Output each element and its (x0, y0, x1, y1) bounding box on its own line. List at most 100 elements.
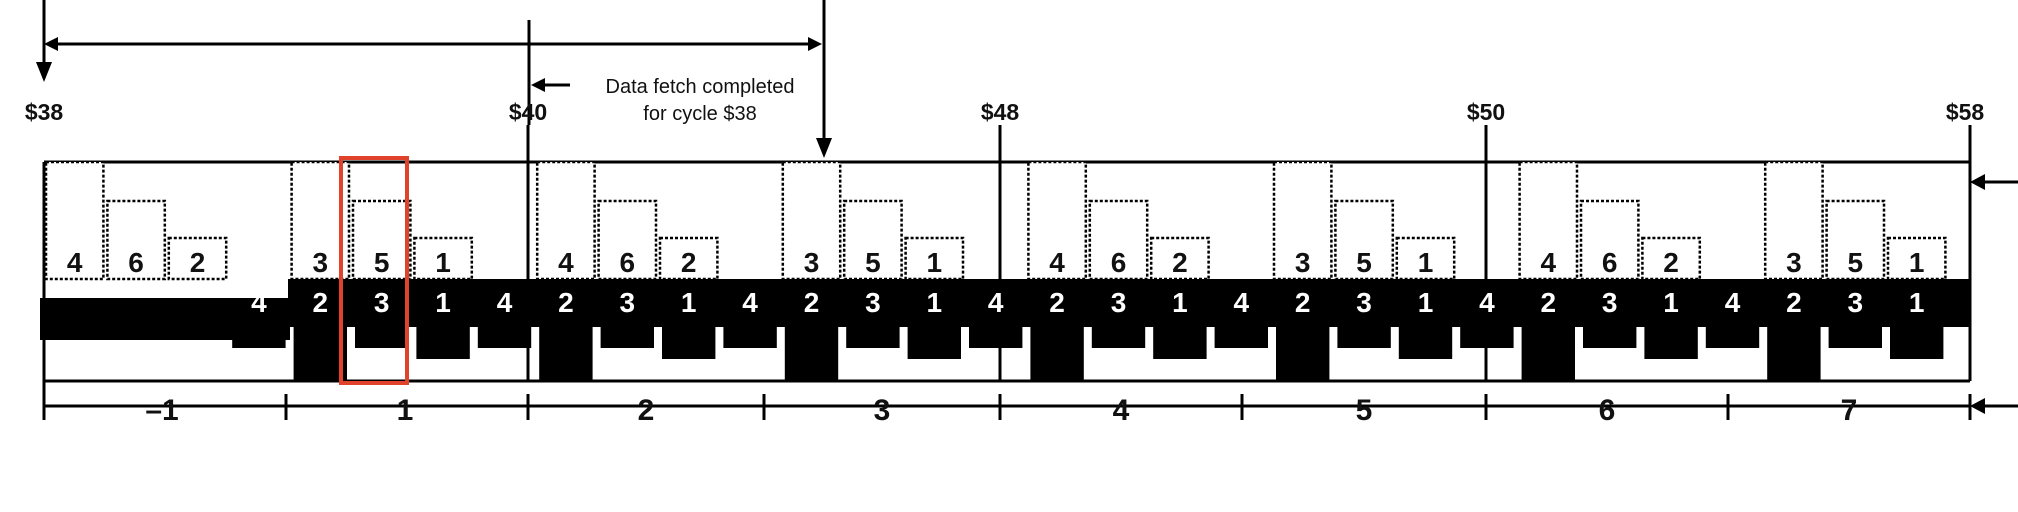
band-slot-label: 3 (1848, 287, 1864, 318)
upper-slot-bar (1518, 160, 1579, 281)
upper-slot-label: 5 (865, 247, 881, 278)
lower-slot-bar (1337, 316, 1391, 348)
upper-slot-bar (1149, 236, 1210, 281)
right-arrow-head-bottom (1970, 398, 1985, 414)
upper-slot-bar (167, 236, 228, 281)
upper-slot-bar (1825, 199, 1886, 281)
band-slot-label: 4 (1479, 287, 1495, 318)
band-slot-label: 4 (251, 287, 267, 318)
upper-slot-bar (1088, 199, 1149, 281)
upper-slot-label: 2 (1172, 247, 1188, 278)
cycle-label: 5 (1356, 394, 1373, 427)
span-arrow-head-right (808, 37, 822, 51)
down-arrow-head-left (36, 62, 52, 82)
upper-slot-bar (597, 199, 658, 281)
upper-slot-label: 1 (1418, 247, 1434, 278)
upper-slot-label: 4 (1541, 247, 1557, 278)
highlight-box (339, 156, 409, 385)
upper-slot-bar (44, 160, 105, 281)
upper-slot-label: 1 (927, 247, 943, 278)
lower-slot-bar (539, 316, 593, 381)
address-label: $40 (509, 99, 547, 125)
band-slot-label: 3 (865, 287, 881, 318)
upper-slot-bar (413, 236, 474, 281)
band-slot-label: 3 (1602, 287, 1618, 318)
upper-slot-label: 1 (1909, 247, 1925, 278)
annotation-line-1: Data fetch completed (606, 76, 795, 98)
address-label: $58 (1946, 99, 1985, 125)
lower-slot-bar (600, 316, 654, 348)
lower-slot-bar (723, 316, 777, 348)
lower-slot-bar (355, 316, 409, 348)
annotation-line-2: for cycle $38 (643, 103, 756, 125)
upper-slot-label: 2 (681, 247, 697, 278)
lower-slot-bar (416, 316, 470, 359)
upper-slot-bar (1334, 199, 1395, 281)
band-slot-label: 3 (374, 287, 390, 318)
lower-slot-bar (1460, 316, 1514, 348)
cycle-label: 6 (1599, 394, 1616, 427)
cycle-label: 7 (1841, 394, 1858, 427)
lower-slot-bar (293, 316, 347, 381)
upper-slot-label: 4 (67, 247, 83, 278)
fetch-annotation: Data fetch completed for cycle $38 (606, 76, 795, 125)
cycle-labels: –1 1 2 3 4 5 6 7 (145, 394, 1857, 427)
lower-slot-bar (1276, 316, 1330, 381)
span-arrow-head-left (44, 37, 58, 51)
upper-slot-label: 6 (1111, 247, 1127, 278)
cycle-label: 4 (1113, 394, 1130, 427)
lower-slot-bar (1890, 316, 1944, 359)
down-arrow-head-right (816, 138, 832, 158)
upper-slot-label: 6 (1602, 247, 1618, 278)
lower-slot-bar (1583, 316, 1637, 348)
cycle-label: 3 (874, 394, 891, 427)
lower-slot-bar (1705, 316, 1760, 348)
band-slot-label: 1 (435, 287, 451, 318)
band-slot-label: 1 (1418, 287, 1434, 318)
lower-slot-bar (477, 316, 532, 348)
upper-slot-bar (658, 236, 719, 281)
band-slot-label: 2 (1049, 287, 1065, 318)
cycle-label: –1 (145, 394, 178, 427)
upper-slot-bar (842, 199, 903, 281)
band-slot-label: 4 (1234, 287, 1250, 318)
upper-slot-label: 2 (1663, 247, 1679, 278)
right-edge-arrows (1970, 174, 2018, 414)
lower-slot-bar (1521, 316, 1575, 381)
lower-slot-bar (907, 316, 961, 359)
band-slot-label: 4 (742, 287, 758, 318)
upper-slot-bar (1395, 236, 1456, 281)
upper-slot-label: 3 (1786, 247, 1802, 278)
band-slot-label: 1 (681, 287, 697, 318)
lower-slot-bar (1828, 316, 1882, 348)
band-slot-label: 1 (1172, 287, 1188, 318)
upper-slot-bar (1027, 160, 1088, 281)
fetch-pointer-head (531, 78, 545, 92)
address-labels: $38 $40 $48 $50 $58 (25, 99, 1985, 125)
upper-slot-label: 3 (804, 247, 820, 278)
upper-slot-label: 3 (313, 247, 329, 278)
upper-slot-bar (351, 199, 412, 281)
lower-slot-bar (1091, 316, 1146, 348)
upper-slot-label: 5 (374, 247, 390, 278)
upper-slot-bar (1763, 160, 1824, 281)
band-slot-label: 2 (313, 287, 329, 318)
lower-slot-bar (1767, 316, 1821, 381)
lower-slot-bar (662, 316, 716, 359)
address-label: $48 (981, 99, 1020, 125)
upper-slot-label: 5 (1356, 247, 1372, 278)
lower-slot-bar (969, 316, 1023, 348)
band-slot-label: 3 (620, 287, 636, 318)
band-slot-label: 4 (497, 287, 513, 318)
upper-slot-label: 3 (1295, 247, 1311, 278)
address-label: $38 (25, 99, 64, 125)
upper-slot-bar (1886, 236, 1947, 281)
cycle-label: 1 (397, 394, 414, 427)
lower-slot-bar (1153, 316, 1207, 359)
upper-slot-label: 5 (1848, 247, 1864, 278)
lower-slot-bar (1644, 316, 1698, 359)
lower-slot-bar (232, 316, 286, 348)
lower-slot-bar (1214, 316, 1268, 348)
